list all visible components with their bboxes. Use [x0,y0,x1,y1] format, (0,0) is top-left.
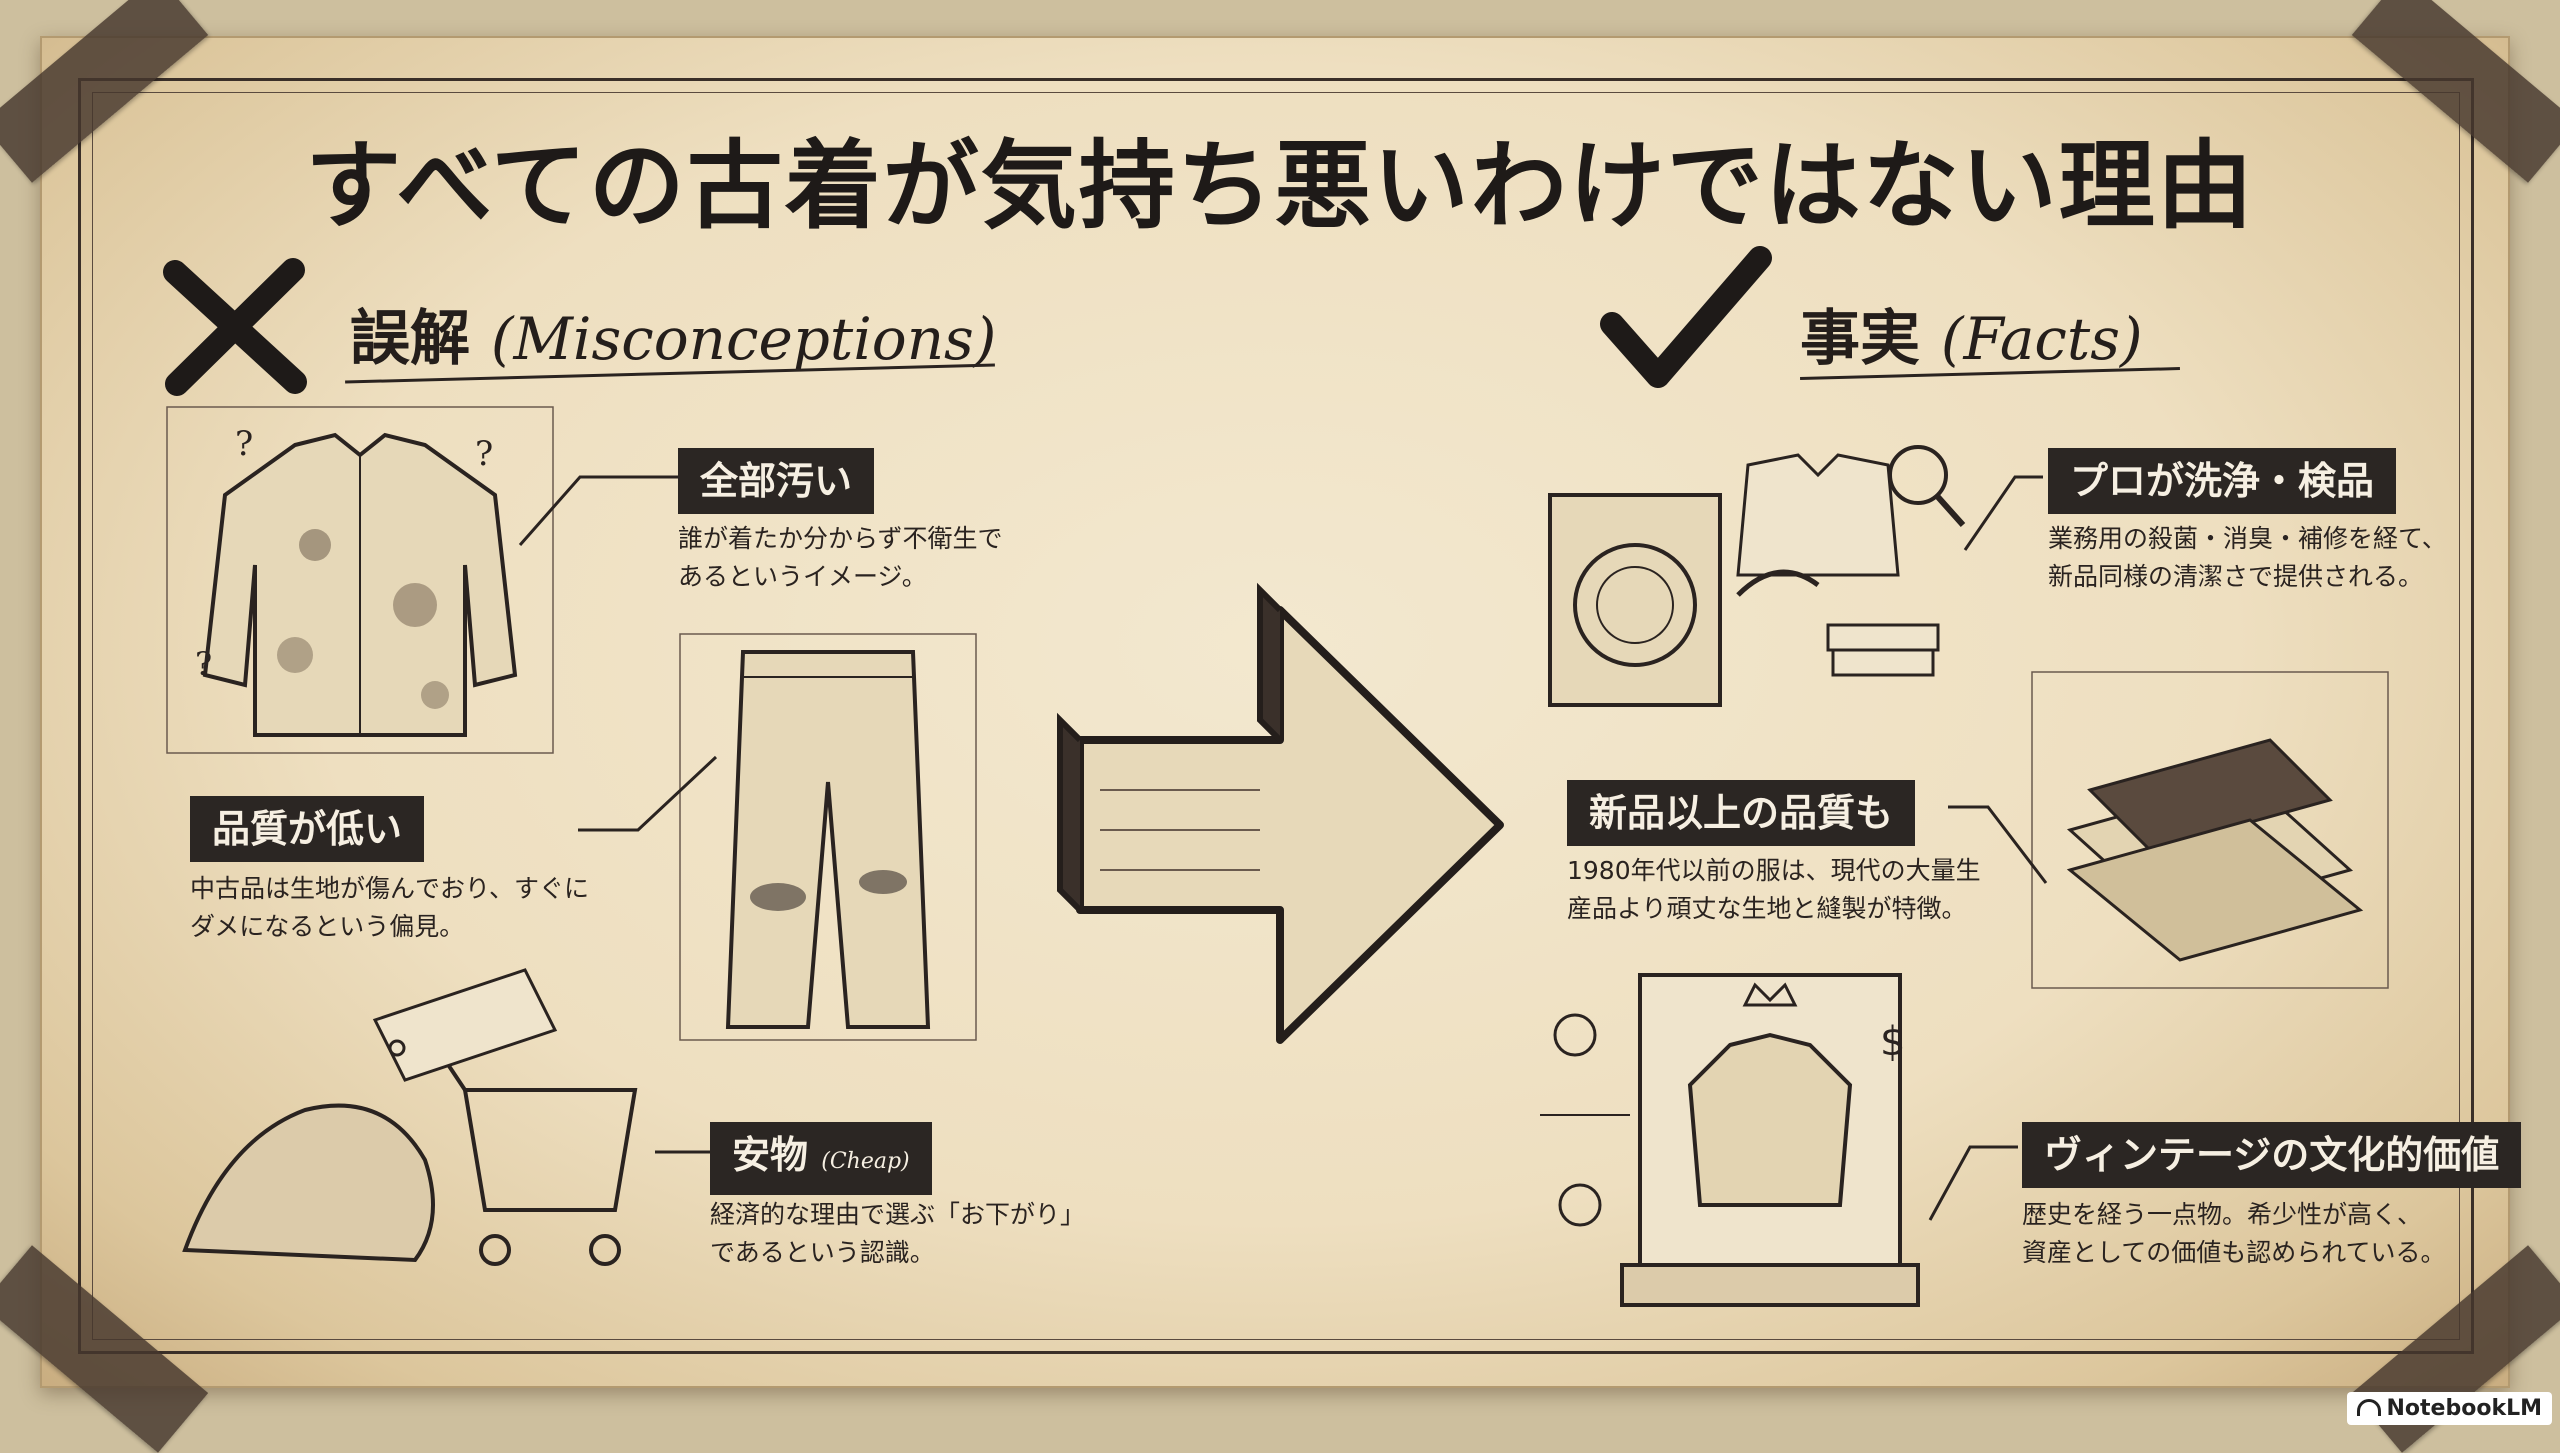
desc-cheap-line-1: 経済的な理由で選ぶ「お下がり」 [710,1200,1086,1229]
desc-pro-cleaning: 業務用の殺菌・消臭・補修を経て、 新品同様の清潔さで提供される。 [2048,520,2447,596]
notebooklm-label: NotebookLM [2386,1396,2542,1421]
cross-icon [163,258,307,396]
label-cheap-jp: 安物 [732,1133,809,1177]
transition-arrow [1057,582,1504,1044]
facts-heading-en: (Facts) [1940,305,2143,373]
svg-text:?: ? [475,434,493,474]
desc-quality: 1980年代以前の服は、現代の大量生 産品より頑丈な生地と縫製が特徴。 [1567,852,1981,928]
label-low-quality: 品質が低い [190,796,425,862]
leader-line-5 [1948,805,2048,884]
desc-pro-cleaning-line-1: 業務用の殺菌・消臭・補修を経て、 [2048,524,2447,553]
notebooklm-icon [2356,1399,2381,1416]
label-pro-cleaning: プロが洗浄・検品 [2048,448,2397,514]
facts-heading-jp: 事実 [1800,304,1920,374]
misconceptions-heading: 誤解 (Misconceptions) [350,290,996,377]
leader-line-2 [578,755,718,832]
washing-machine-illustration [1548,445,1966,707]
ripped-jeans-illustration [679,633,977,1041]
desc-low-quality-line-2: ダメになるという偏見。 [190,912,465,941]
desc-cheap: 経済的な理由で選ぶ「お下がり」 であるという認識。 [710,1196,1085,1272]
svg-text:?: ? [195,645,212,683]
leader-line-1 [518,475,678,546]
desc-low-quality-line-1: 中古品は生地が傷んでおり、すぐに [190,874,590,903]
misconceptions-heading-jp: 誤解 [350,304,470,374]
label-quality: 新品以上の品質も [1567,780,1916,846]
dirty-shirt-illustration: ? ? ? [166,406,554,754]
check-icon [1600,246,1772,388]
label-cheap: 安物 (Cheap) [710,1122,932,1195]
vintage-jacket-display-illustration: $ [1540,973,1920,1307]
desc-dirty-line-1: 誰が着たか分からず不衛生で [678,524,1003,553]
desc-vintage-value-line-1: 歴史を経う一点物。希少性が高く、 [2022,1200,2423,1229]
misconceptions-heading-en: (Misconceptions) [490,305,997,373]
leader-line-6 [1928,1145,2018,1221]
fabric-layers-illustration [2031,671,2389,989]
outer-frame [78,78,2474,1354]
desc-dirty-line-2: あるというイメージ。 [678,562,927,591]
facts-heading: 事実 (Facts) [1800,290,2143,377]
desc-quality-line-2: 産品より頑丈な生地と縫製が特徴。 [1567,894,1967,923]
desc-low-quality: 中古品は生地が傷んでおり、すぐに ダメになるという偏見。 [190,870,589,946]
svg-text:?: ? [235,424,253,464]
notebooklm-badge: NotebookLM [2346,1392,2552,1425]
svg-text:$: $ [1880,1019,1905,1065]
leader-line-4 [1963,475,2043,551]
desc-quality-line-1: 1980年代以前の服は、現代の大量生 [1567,856,1981,885]
desc-vintage-value-line-2: 資産としての価値も認められている。 [2022,1238,2446,1267]
leader-line-3 [655,1150,713,1154]
desc-pro-cleaning-line-2: 新品同様の清潔さで提供される。 [2048,562,2424,591]
label-dirty: 全部汚い [678,448,875,514]
desc-cheap-line-2: であるという認識。 [710,1238,935,1267]
label-vintage-value: ヴィンテージの文化的価値 [2022,1122,2522,1188]
inner-frame [92,92,2460,1340]
cheap-clothes-cart-illustration [182,968,638,1266]
label-cheap-en: (Cheap) [821,1149,910,1174]
page-title: すべての古着が気持ち悪いわけではない理由 [305,129,2255,242]
desc-dirty: 誰が着たか分からず不衛生で あるというイメージ。 [678,520,1003,596]
desc-vintage-value: 歴史を経う一点物。希少性が高く、 資産としての価値も認められている。 [2022,1196,2446,1272]
